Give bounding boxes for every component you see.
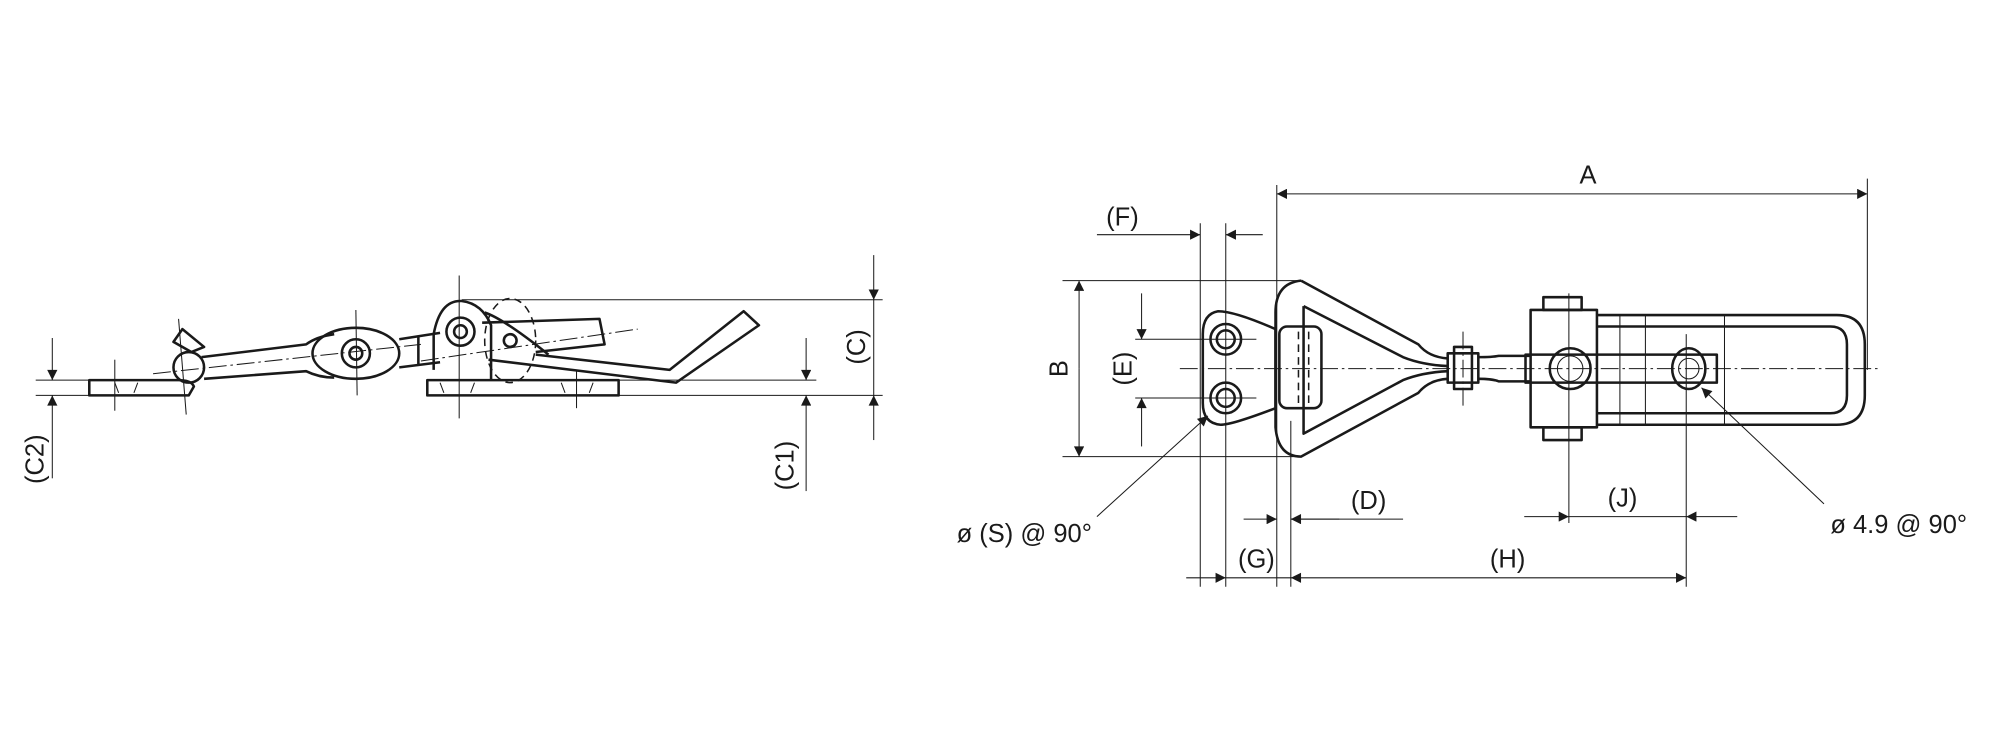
- link-pin: [1446, 331, 1531, 406]
- hole-s-label: ø (S) @ 90°: [957, 520, 1092, 548]
- dimension-e: (E): [1109, 293, 1257, 447]
- dimension-b-label: B: [1046, 360, 1074, 377]
- tension-rod: [201, 309, 441, 396]
- base-plate: [426, 369, 620, 409]
- dimension-f: (F): [1096, 204, 1263, 587]
- dimension-c: (C): [461, 255, 883, 441]
- catch-plate: [88, 359, 196, 411]
- dimension-j-label: (J): [1608, 484, 1638, 512]
- dimension-h-label: (H): [1490, 546, 1525, 574]
- clamp-body: [1524, 293, 1867, 587]
- dimension-g: (G): [1186, 546, 1291, 583]
- top-view: A (F) B (E) (D): [957, 162, 1967, 587]
- side-view: (C) (C1) (C2): [21, 255, 883, 492]
- triangular-loop: [1274, 279, 1448, 458]
- dimension-a: A: [1276, 162, 1868, 587]
- dimension-c1: (C1): [612, 338, 817, 492]
- dimension-c-label: (C): [843, 329, 871, 364]
- dimension-h: (H): [1290, 546, 1687, 583]
- dimension-c2-label: (C2): [21, 434, 49, 484]
- dimension-f-label: (F): [1106, 204, 1139, 232]
- dimension-d-label: (D): [1351, 487, 1386, 515]
- dimension-c1-label: (C1): [771, 441, 799, 491]
- dimension-g-label: (G): [1238, 546, 1275, 574]
- dimension-a-label: A: [1580, 162, 1597, 190]
- hole-49-label: ø 4.9 @ 90°: [1830, 511, 1967, 539]
- pivot-lever: [153, 275, 761, 419]
- hook-eye: [172, 318, 206, 415]
- hole-49-callout: ø 4.9 @ 90°: [1701, 387, 1967, 539]
- dimension-e-label: (E): [1109, 352, 1137, 386]
- dimension-d: (D): [1243, 420, 1404, 587]
- dimension-b: B: [1046, 280, 1302, 458]
- hole-s-callout: ø (S) @ 90°: [957, 415, 1209, 548]
- dimension-j: (J): [1524, 484, 1738, 522]
- dimension-c2: (C2): [21, 338, 92, 484]
